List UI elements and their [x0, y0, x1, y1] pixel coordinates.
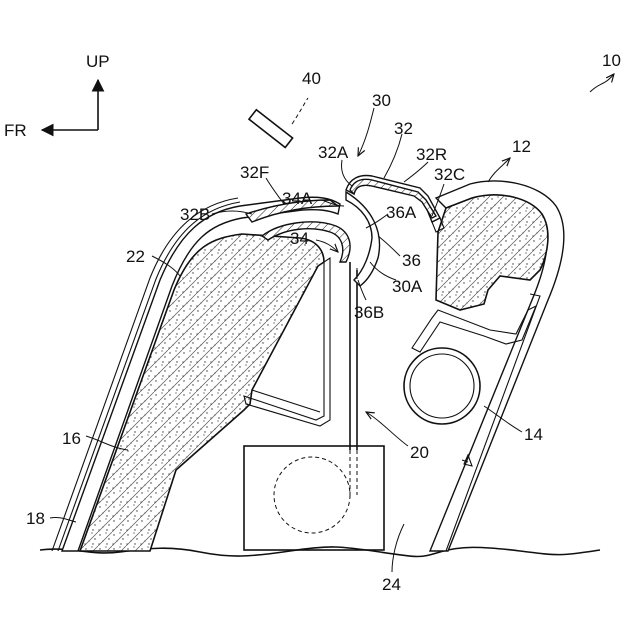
- ref-32A: 32A: [318, 143, 349, 162]
- leader-10: [590, 74, 614, 92]
- ref-16: 16: [62, 429, 81, 448]
- ref-40: 40: [302, 69, 321, 88]
- ref-36B: 36B: [354, 303, 384, 322]
- ref-22: 22: [126, 247, 145, 266]
- ref-18: 18: [26, 509, 45, 528]
- leader-32R: [404, 162, 428, 182]
- direction-indicator: UP FR: [4, 52, 110, 140]
- ref-30: 30: [372, 91, 391, 110]
- ref-14: 14: [524, 425, 543, 444]
- foam-core-16: [80, 234, 324, 551]
- right-foam-12: [436, 195, 548, 310]
- ref-32C: 32C: [434, 165, 465, 184]
- ref-34A: 34A: [282, 189, 313, 208]
- ref-24: 24: [382, 575, 401, 594]
- leader-20: [366, 412, 408, 446]
- leader-30: [358, 108, 374, 156]
- leader-36: [378, 236, 400, 256]
- duct-14-outer: [404, 348, 480, 424]
- object-40: [249, 110, 293, 148]
- front-label: FR: [4, 121, 27, 140]
- ref-32: 32: [394, 119, 413, 138]
- ref-10: 10: [602, 51, 621, 70]
- up-label: UP: [86, 52, 110, 71]
- actuator-box-24: [244, 446, 384, 550]
- leader-32: [384, 134, 402, 178]
- ref-30A: 30A: [392, 277, 423, 296]
- leader-12: [488, 158, 510, 182]
- ref-12: 12: [512, 137, 531, 156]
- duct-14-inner: [410, 354, 474, 418]
- ref-32R: 32R: [416, 145, 447, 164]
- ref-32F: 32F: [240, 163, 269, 182]
- actuator-hidden-gear: [274, 457, 350, 533]
- ref-20: 20: [410, 443, 429, 462]
- ref-36: 36: [402, 251, 421, 270]
- ref-32B: 32B: [180, 205, 210, 224]
- flap-36: [346, 192, 380, 286]
- ref-34: 34: [290, 229, 309, 248]
- ref-36A: 36A: [386, 203, 417, 222]
- leader-40: [292, 98, 308, 124]
- leader-24: [392, 524, 404, 572]
